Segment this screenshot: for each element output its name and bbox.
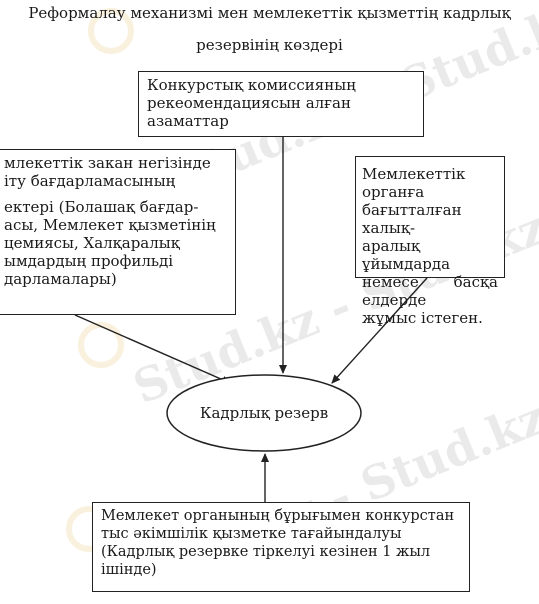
center-ellipse <box>166 374 362 452</box>
box-line: азаматтар <box>147 112 229 130</box>
box-line: жұмыс істеген. <box>362 309 483 327</box>
arrow-left-to-center <box>74 314 231 384</box>
box-line <box>4 190 227 198</box>
box-line: іту бағдарламасының <box>4 172 176 190</box>
box-line: тыс әкімшілік қызметке тағайындалуы <box>101 526 402 542</box>
box-line: асы, Мемлекет қызметінің <box>4 216 216 234</box>
box-state-programs: млекеттік закан негізінде іту бағдарлама… <box>0 149 236 315</box>
box-line: аралық ұйымдарда <box>362 237 451 273</box>
box-line: млекеттік закан негізінде <box>4 154 211 172</box>
arrow-right-to-center <box>331 277 428 384</box>
box-line: ектері (Болашақ бағдар- <box>4 198 199 216</box>
box-line: бағытталған халық- <box>362 201 462 237</box>
diagram-title-line2: резервінің көздері <box>196 36 343 54</box>
box-line: Конкурстық комиссияның <box>147 76 356 94</box>
box-line: дарламалары) <box>4 270 117 288</box>
box-line: (Кадрлық резервке тіркелуі кезінен 1 жыл <box>101 544 431 560</box>
box-line: рекеомендациясын алған <box>147 94 351 112</box>
diagram-title-line1: Реформалау механизмі мен мемлекеттік қыз… <box>28 4 511 22</box>
box-line: ішінде) <box>101 562 157 578</box>
box-line: цемиясы, Халқаралық <box>4 234 180 252</box>
box-competition-commission: Конкурстық комиссияның рекеомендациясын … <box>138 71 424 137</box>
box-line: ымдардың профильді <box>4 252 174 270</box>
box-out-of-competition-appointment: Мемлекет органының бұрығымен конкурстан … <box>92 502 470 592</box>
box-line: Мемлекет органының бұрығымен конкурстан <box>101 508 455 524</box>
box-line: Мемлекеттік органға <box>362 165 466 201</box>
center-ellipse-label: Кадрлық резерв <box>199 404 329 422</box>
box-line: немесе басқа елдерде <box>362 273 498 309</box>
box-international-organizations: Мемлекеттік органға бағытталған халық- а… <box>355 156 505 327</box>
